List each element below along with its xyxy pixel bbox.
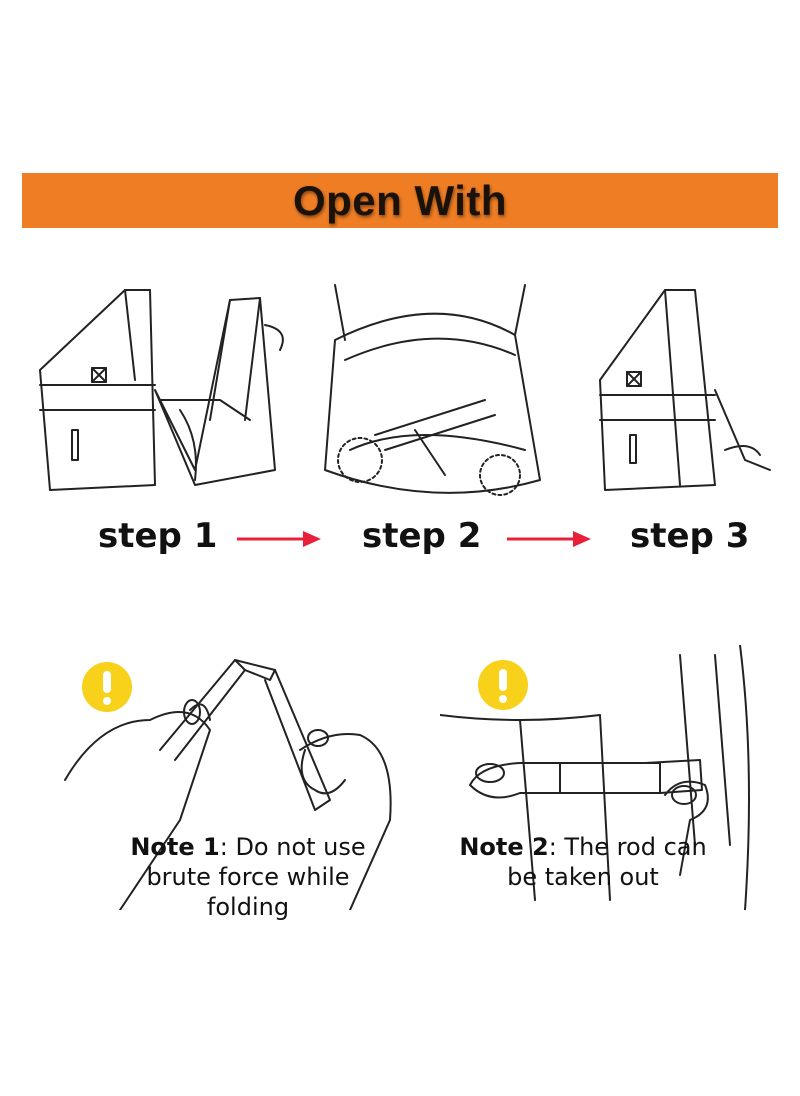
step-3-label: step 3: [630, 516, 750, 556]
step-3-illustration: [585, 270, 775, 510]
note-2-line-1: Note 2: The rod can: [428, 832, 738, 862]
warning-exclamation-icon: [82, 662, 132, 712]
note-1-tag: Note 1: [130, 833, 220, 861]
note-2-line-1-text: : The rod can: [548, 833, 707, 861]
note-1-text: Note 1: Do not use brute force while fol…: [108, 832, 388, 922]
warning-exclamation-icon: [478, 660, 528, 710]
note-1-illustration: [60, 650, 400, 910]
header-banner: Open With: [22, 173, 778, 228]
note-1-line-2: brute force while: [146, 863, 350, 891]
arrow-right-icon: [235, 528, 321, 550]
step-2-illustration: [315, 280, 555, 505]
note-1-line-3: folding: [206, 893, 290, 921]
note-2-line-2: be taken out: [507, 863, 659, 891]
note-2-illustration: [440, 645, 760, 910]
step-1-illustration: [30, 270, 290, 510]
arrow-right-icon: [505, 528, 591, 550]
note-1-line-1: Note 1: Do not use: [108, 832, 388, 862]
step-1-label: step 1: [98, 516, 218, 556]
banner-title: Open With: [292, 177, 508, 224]
note-2-tag: Note 2: [459, 833, 549, 861]
step-2-label: step 2: [362, 516, 482, 556]
note-2-text: Note 2: The rod can be taken out: [428, 832, 738, 892]
note-1-line-1-text: : Do not use: [219, 833, 366, 861]
